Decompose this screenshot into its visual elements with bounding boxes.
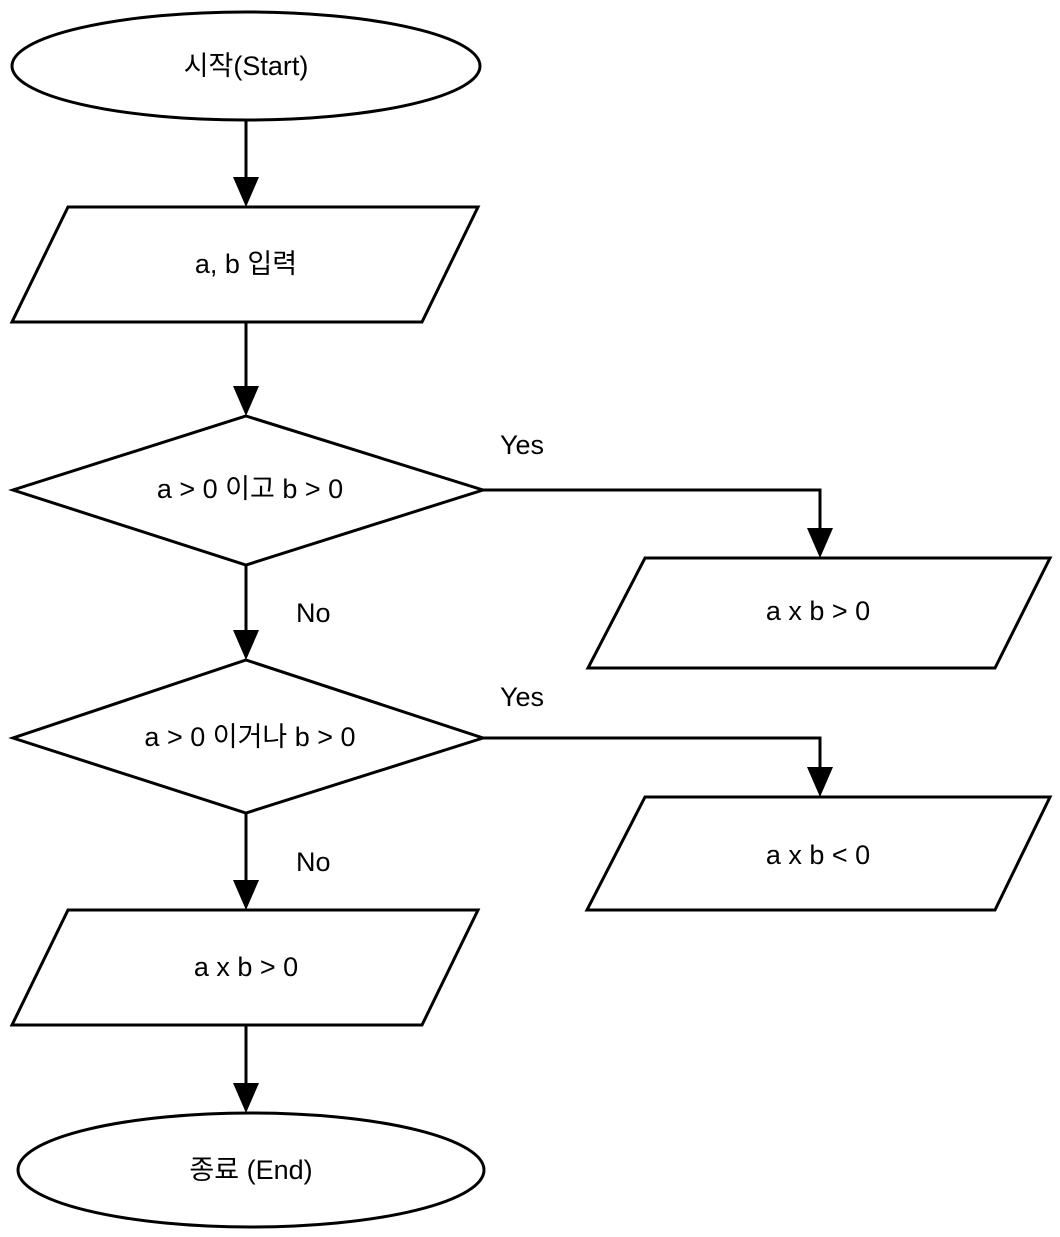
node-input-label: a, b 입력: [195, 249, 297, 279]
decision1-diamond: [8, 414, 489, 567]
output3-parallelogram: [9, 908, 481, 1027]
arrowhead-icon: [233, 177, 259, 207]
arrowhead-icon: [233, 630, 259, 660]
node-start[interactable]: 시작(Start): [10, 10, 482, 122]
edge-label-decision2-yes: Yes: [500, 682, 544, 712]
edge-label-decision1-no: No: [296, 598, 331, 628]
node-output2[interactable]: a x b < 0: [584, 795, 1053, 912]
edge-label-decision2-no: No: [296, 847, 331, 877]
node-output3-label: a x b > 0: [194, 952, 298, 982]
connector-input-to-decision1: [233, 322, 259, 416]
connector-decision1-no-to-decision2: [233, 565, 259, 660]
node-decision2[interactable]: a > 0 이거나 b > 0: [8, 658, 488, 815]
connector-decision2-no-to-output3: [233, 813, 259, 910]
node-output2-label: a x b < 0: [766, 840, 870, 870]
arrowhead-icon: [233, 880, 259, 910]
node-output3[interactable]: a x b > 0: [9, 908, 481, 1027]
node-decision1-label: a > 0 이고 b > 0: [157, 474, 343, 504]
node-end-label: 종료 (End): [189, 1155, 312, 1185]
connector-output3-to-end: [233, 1025, 259, 1113]
arrowhead-icon: [807, 528, 833, 558]
node-input[interactable]: a, b 입력: [9, 205, 481, 324]
node-decision1[interactable]: a > 0 이고 b > 0: [8, 414, 489, 567]
arrowhead-icon: [807, 767, 833, 797]
connector-decision1-yes-to-output1: [483, 488, 833, 558]
start-ellipse: [10, 10, 482, 122]
node-decision2-label: a > 0 이거나 b > 0: [144, 722, 355, 752]
input-parallelogram: [9, 205, 481, 324]
output2-parallelogram: [584, 795, 1053, 912]
connector-start-to-input: [233, 120, 259, 207]
decision2-diamond: [8, 658, 488, 815]
output1-parallelogram: [585, 556, 1053, 670]
node-end[interactable]: 종료 (End): [16, 1111, 486, 1229]
connector-decision2-yes-to-output2: [483, 736, 833, 797]
edge-label-decision1-yes: Yes: [500, 430, 544, 460]
node-start-label: 시작(Start): [184, 51, 309, 81]
node-output1[interactable]: a x b > 0: [585, 556, 1053, 670]
end-ellipse: [16, 1111, 486, 1229]
node-output1-label: a x b > 0: [766, 596, 870, 626]
arrowhead-icon: [233, 386, 259, 416]
arrowhead-icon: [233, 1083, 259, 1113]
